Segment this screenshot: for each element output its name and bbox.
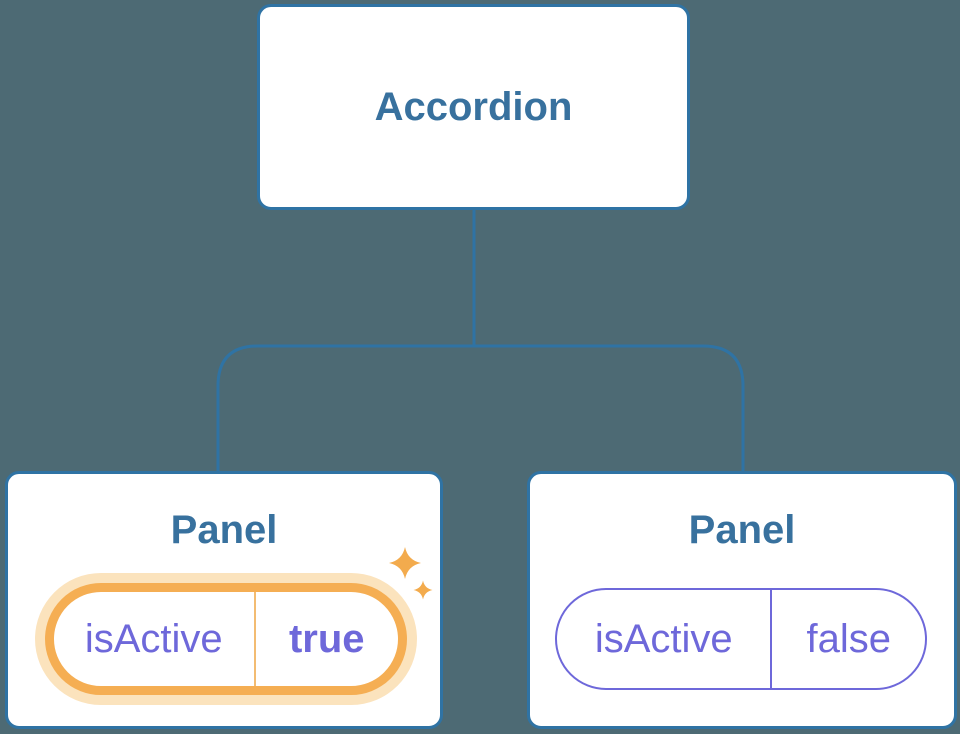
state-pill-highlighted: isActive true bbox=[45, 583, 407, 695]
sparkle-small-icon bbox=[413, 580, 433, 600]
panel-node-label: Panel bbox=[170, 508, 278, 552]
panel-node-inactive: Panel isActive false bbox=[527, 471, 957, 729]
accordion-node-label: Accordion bbox=[374, 85, 573, 129]
state-value: false bbox=[806, 616, 891, 661]
state-pill-plain: isActive false bbox=[555, 588, 927, 690]
accordion-node: Accordion bbox=[257, 4, 690, 210]
state-value: true bbox=[288, 616, 365, 661]
connector-branch-to-panels bbox=[216, 344, 745, 472]
panel-node-active: Panel isActive true bbox=[5, 471, 443, 729]
state-key: isActive bbox=[54, 592, 256, 686]
state-key: isActive bbox=[557, 590, 773, 688]
panel-node-label: Panel bbox=[688, 508, 796, 552]
